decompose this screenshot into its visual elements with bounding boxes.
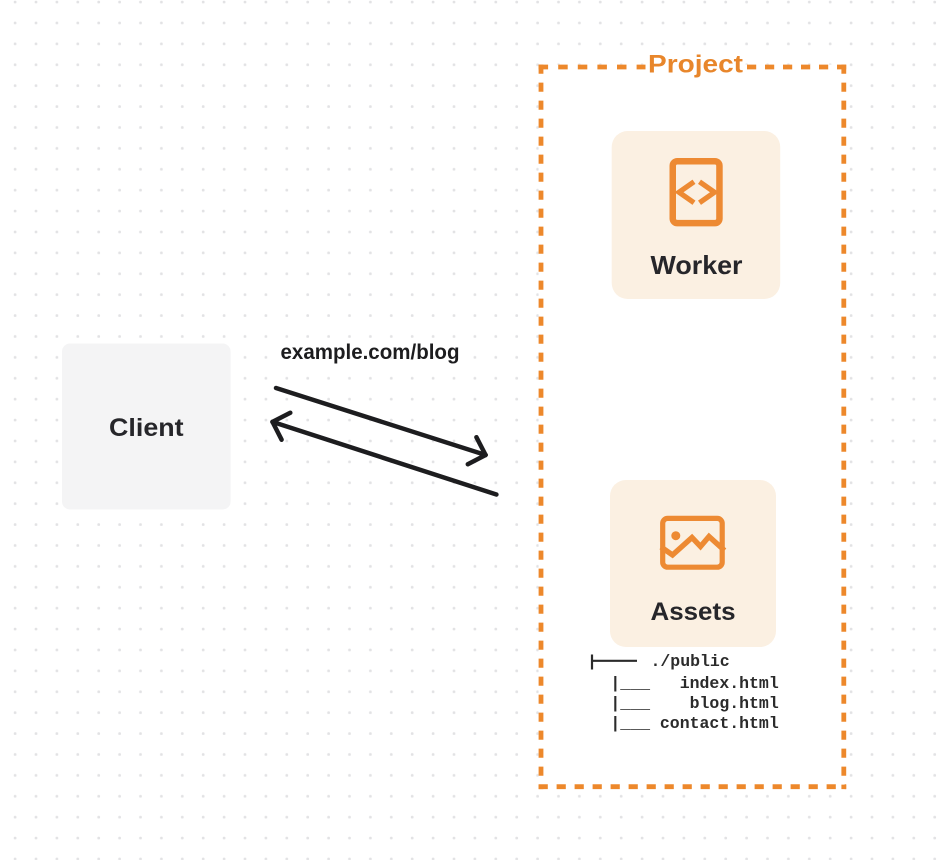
- svg-text:Project: Project: [648, 51, 744, 79]
- svg-text:Worker: Worker: [651, 250, 743, 280]
- svg-text:|___ index.html: |___ index.html: [591, 674, 779, 693]
- svg-text:|___ contact.html: |___ contact.html: [591, 714, 779, 733]
- svg-text:Assets: Assets: [651, 598, 736, 626]
- svg-text:|___ blog.html: |___ blog.html: [591, 694, 779, 713]
- svg-text:example.com/blog: example.com/blog: [281, 340, 460, 364]
- svg-text:Client: Client: [109, 414, 184, 442]
- svg-text:./public: ./public: [651, 652, 730, 671]
